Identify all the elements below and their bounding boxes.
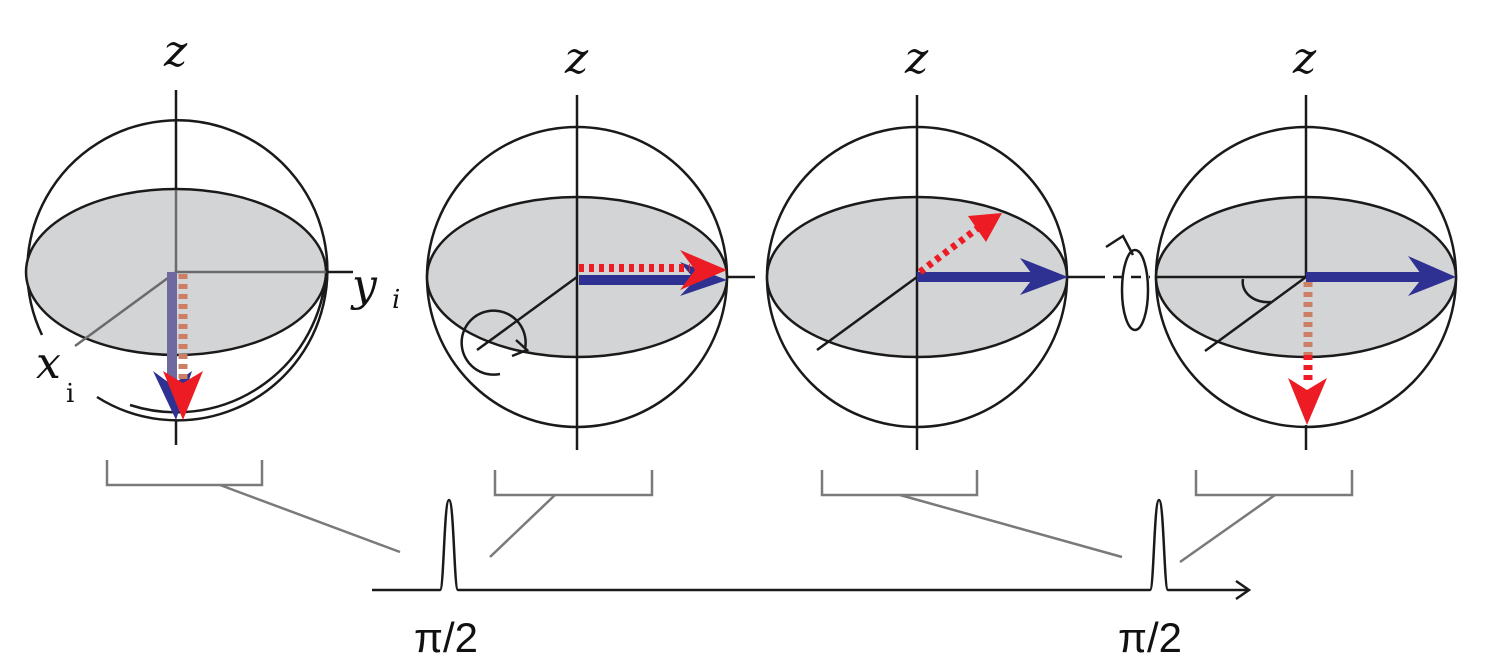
bloch-sphere-4: z [1095, 33, 1458, 450]
pulse-label-2: π/2 [1118, 614, 1182, 661]
x-axis [476, 275, 578, 352]
x-axis [816, 275, 918, 352]
bloch-sphere-2: z [425, 33, 755, 450]
x-axis [1204, 275, 1307, 353]
y-label: y [350, 260, 378, 311]
bloch-vector [1020, 258, 1068, 295]
x-axis [74, 270, 177, 348]
y-subscript: i [392, 285, 400, 315]
bloch-sphere-3: z [765, 33, 1095, 450]
z-label: z [1292, 33, 1317, 84]
z-label: z [564, 33, 589, 84]
x-subscript: i [66, 379, 74, 409]
bloch-sphere-1: z y i x i [24, 26, 400, 445]
x-label: x [36, 338, 61, 389]
time-arrow-icon [1235, 579, 1252, 601]
angle-arc [1241, 278, 1272, 304]
spin-vector [917, 225, 981, 275]
bloch-vector [1408, 256, 1456, 296]
time-interval-brackets [105, 460, 1354, 564]
sphere-outline [26, 119, 329, 422]
pulse-sequence: π/2 π/2 [372, 498, 1252, 661]
rotation-arrow-icon [1120, 248, 1150, 332]
z-label: z [904, 33, 929, 84]
pulse-timeline [372, 498, 1248, 592]
pulse-label-1: π/2 [414, 614, 478, 661]
z-label: z [163, 26, 188, 77]
rotation-arrow-icon [460, 309, 527, 376]
